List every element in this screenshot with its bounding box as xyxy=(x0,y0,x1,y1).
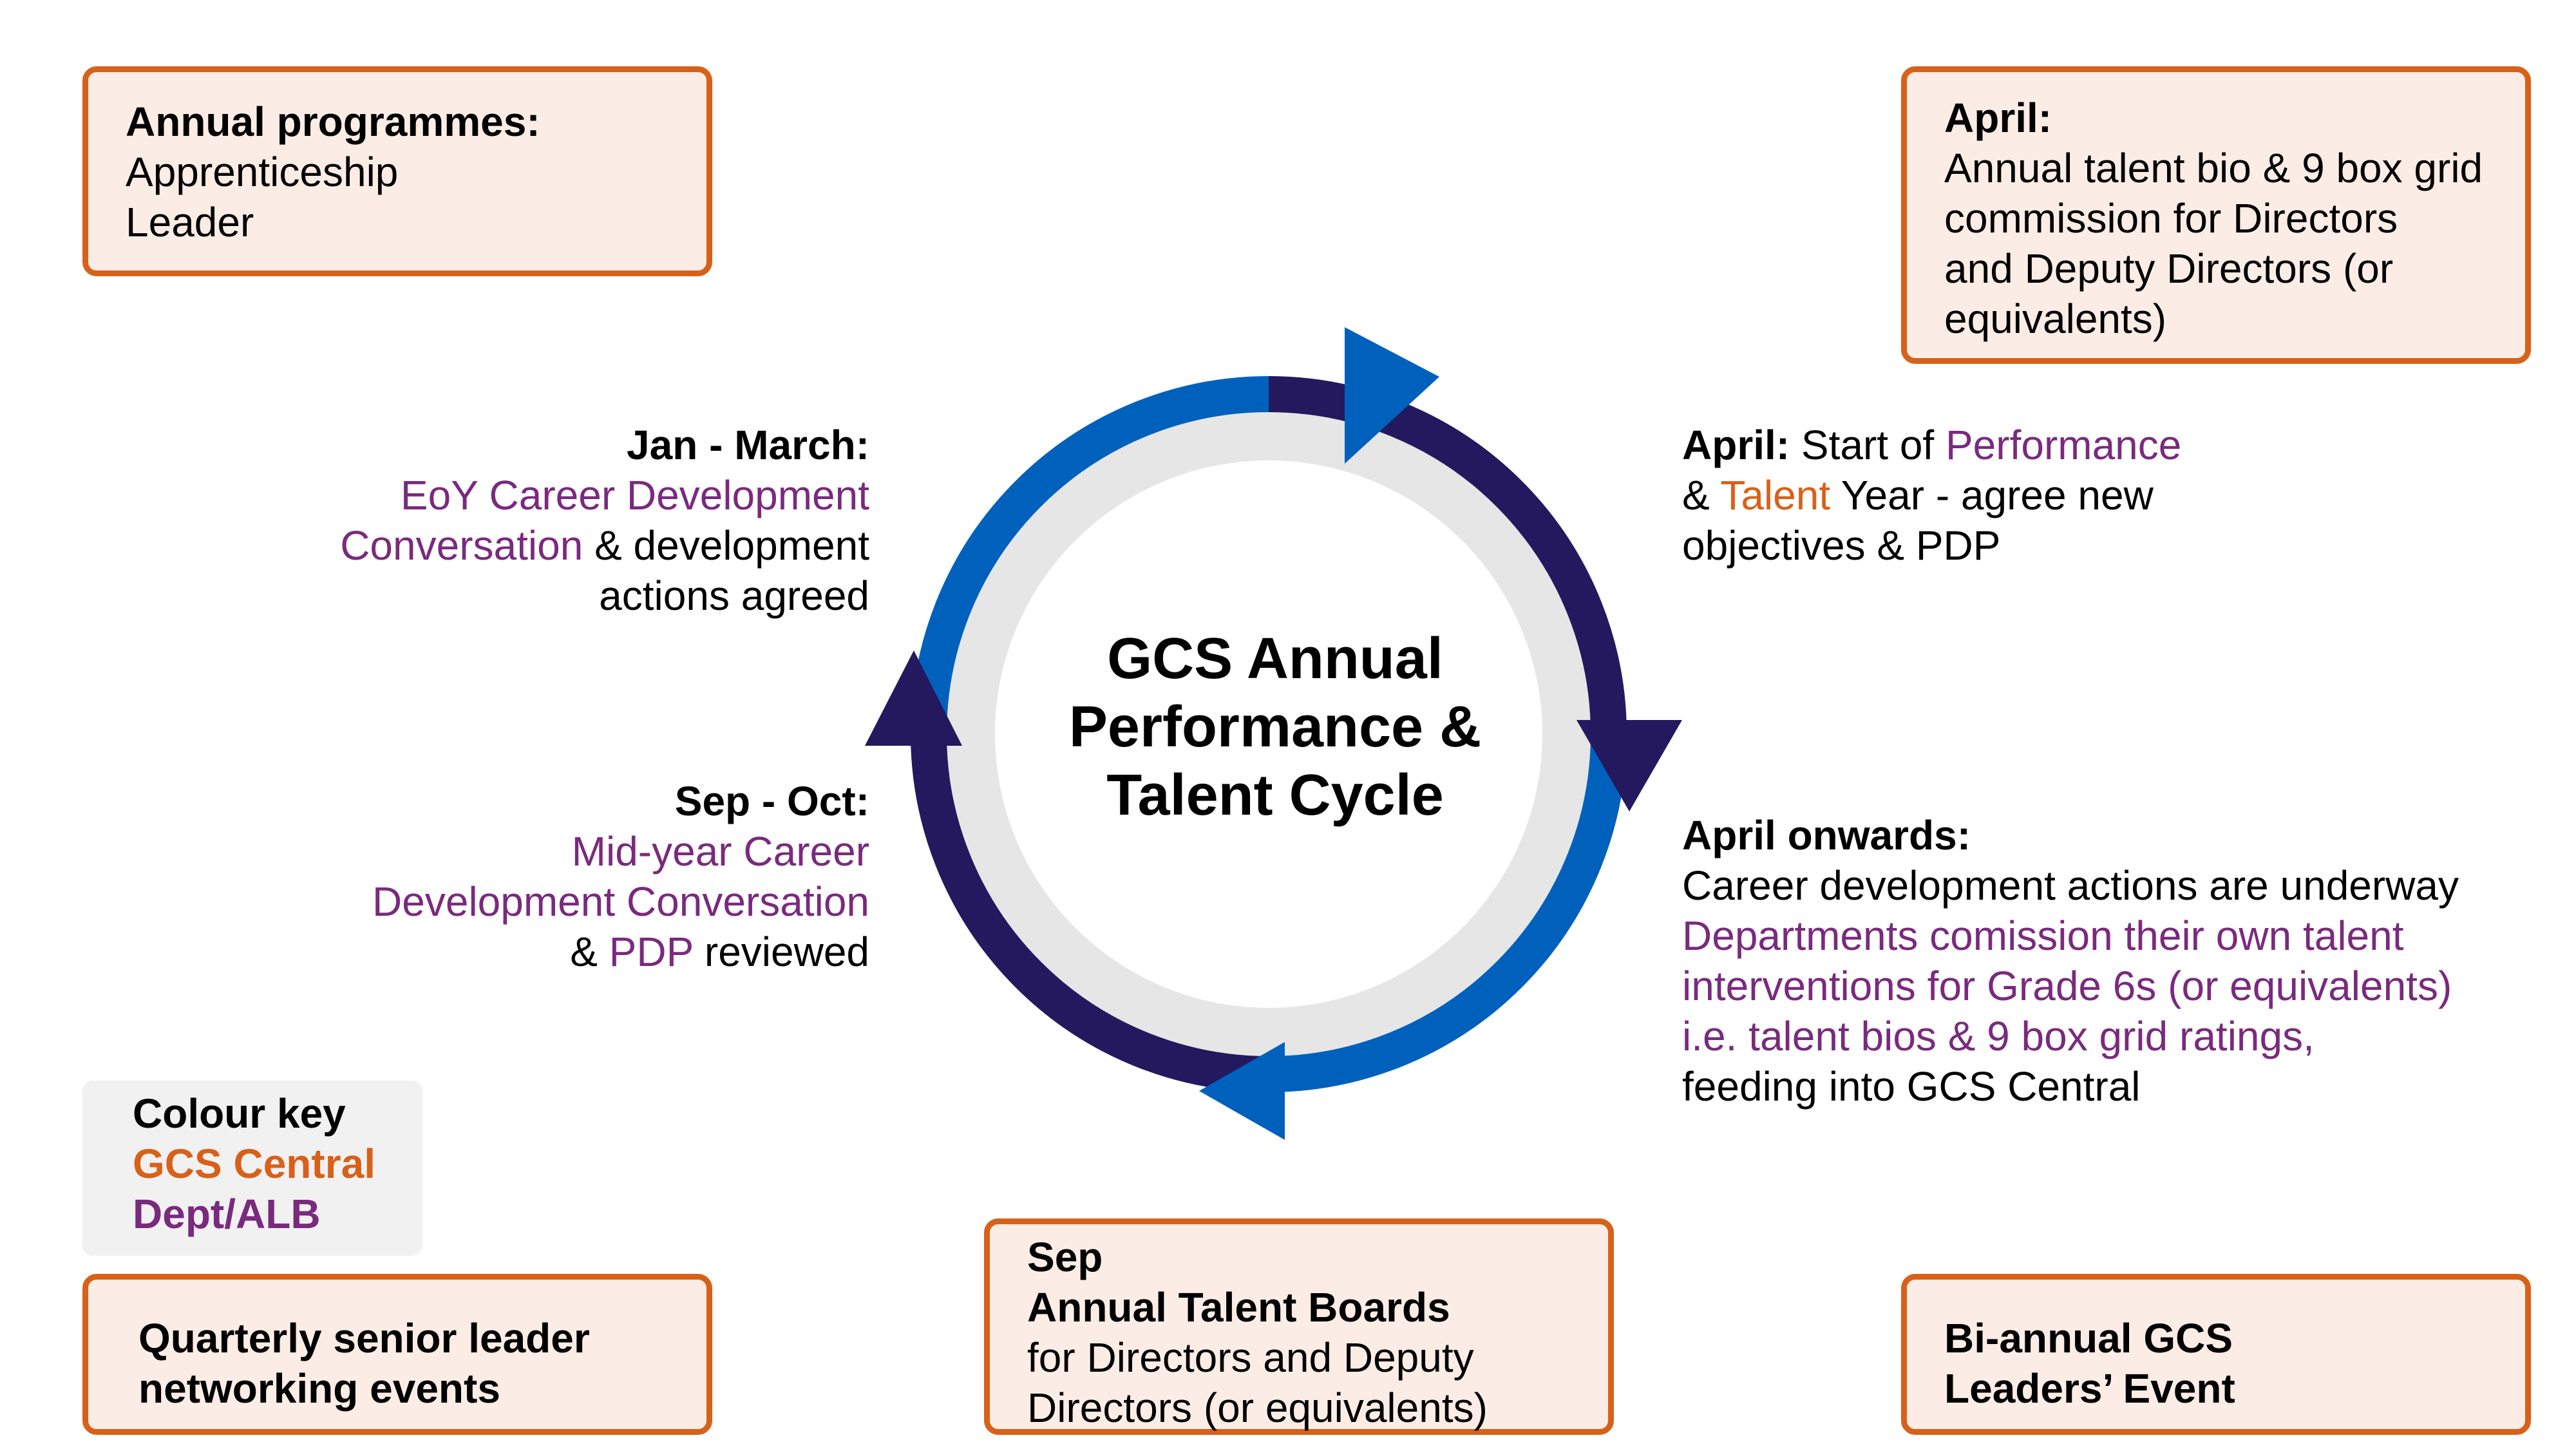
colour-key-title: Colour key xyxy=(133,1090,346,1137)
arc-bottom-left xyxy=(911,734,1269,1092)
colour-key: Colour key GCS Central Dept/ALB xyxy=(82,1081,422,1256)
arrowhead-left xyxy=(865,650,962,746)
arc-right-bottom xyxy=(1268,734,1627,1092)
arc-left-top xyxy=(911,376,1269,735)
biannual-event-box: Bi-annual GCS Leaders’ Event xyxy=(1901,1274,2531,1435)
colour-key-dept: Dept/ALB xyxy=(133,1191,321,1237)
sep-talent-boards-box: Sep Annual Talent Boards for Directors a… xyxy=(984,1218,1614,1435)
inner-white-circle xyxy=(995,460,1542,1008)
quarterly-events-box: Quarterly senior leader networking event… xyxy=(82,1274,712,1435)
box-heading: Annual programmes: xyxy=(126,99,540,145)
arrowhead-bottom xyxy=(1199,1042,1285,1140)
box-heading: April: xyxy=(1944,95,2052,141)
cycle-title: GCS Annual Performance & Talent Cycle xyxy=(1068,627,1482,828)
april-onwards-label: April onwards: Career development action… xyxy=(1682,812,2459,1110)
arrowhead-right xyxy=(1577,720,1682,811)
colour-key-central: GCS Central xyxy=(133,1141,375,1187)
jan-march-label: Jan - March: EoY Career Development Conv… xyxy=(340,422,869,619)
arrowhead-top xyxy=(1345,327,1439,464)
april-commission-box: April: Annual talent bio & 9 box grid co… xyxy=(1901,66,2531,364)
annual-programmes-box: Annual programmes: Apprenticeship Leader xyxy=(82,66,712,276)
sep-oct-label: Sep - Oct: Mid-year Career Development C… xyxy=(372,778,869,975)
april-start-label: April: Start of Performance & Talent Yea… xyxy=(1682,422,2182,569)
